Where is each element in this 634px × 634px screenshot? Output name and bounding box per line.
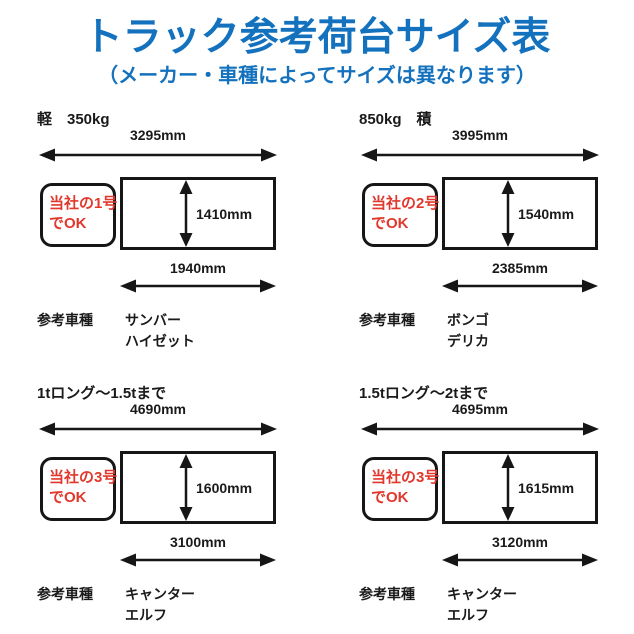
panel-850kg: 850kg 積 3995mm 当社の2号 でOK 1540mm 2385mm 参… <box>355 106 605 376</box>
reference-models-label: 参考車種 <box>359 586 415 602</box>
reference-models-label: 参考車種 <box>359 312 415 328</box>
reference-model: キャンター <box>447 586 517 602</box>
reference-model: ハイゼット <box>125 333 195 349</box>
vertical-dimension-arrow <box>179 180 193 247</box>
page-title: トラック参考荷台サイズ表 <box>83 16 551 59</box>
bed-length-value: 3120mm <box>491 534 549 550</box>
panel-1-5t-long: 1.5tロング～2tまで 4695mm 当社の3号 でOK 1615mm 312… <box>355 380 605 634</box>
approval-badge: 当社の3号 でOK <box>40 457 118 521</box>
badge-text-line1: 当社の3号 <box>49 469 118 486</box>
bed-rectangle <box>120 177 276 250</box>
bed-rectangle <box>442 177 598 250</box>
vertical-dimension-arrow <box>501 454 515 521</box>
horizontal-dimension-arrow <box>39 148 277 162</box>
bed-rectangle <box>442 451 598 524</box>
reference-model: エルフ <box>447 607 489 623</box>
badge-text-line2: でOK <box>371 489 409 507</box>
badge-text-line2: でOK <box>49 215 87 233</box>
panel-title: 軽 350kg <box>37 111 110 128</box>
horizontal-dimension-arrow <box>361 422 599 436</box>
bed-width-value: 1600mm <box>196 480 253 496</box>
bed-width-value: 1540mm <box>518 206 575 222</box>
horizontal-dimension-arrow <box>361 148 599 162</box>
panel-title: 1.5tロング～2tまで <box>359 385 489 402</box>
approval-badge: 当社の1号 でOK <box>40 183 118 247</box>
bed-rectangle <box>120 451 276 524</box>
badge-text-line1: 当社の3号 <box>371 469 440 486</box>
panel-1t-long: 1tロング～1.5tまで 4690mm 当社の3号 でOK 1600mm 310… <box>33 380 283 634</box>
overall-length-value: 3295mm <box>129 127 187 143</box>
bed-length-value: 3100mm <box>169 534 227 550</box>
approval-badge: 当社の3号 でOK <box>362 457 440 521</box>
reference-models-label: 参考車種 <box>37 312 93 328</box>
badge-text-line2: でOK <box>371 215 409 233</box>
horizontal-dimension-arrow <box>120 279 276 293</box>
panel-kei-350kg: 軽 350kg 3295mm 当社の1号 でOK 1410mm 1940mm 参… <box>33 106 283 376</box>
panel-title: 850kg 積 <box>359 111 432 128</box>
bed-length-value: 1940mm <box>169 260 227 276</box>
vertical-dimension-arrow <box>179 454 193 521</box>
bed-width-value: 1410mm <box>196 206 253 222</box>
reference-model: ボンゴ <box>447 312 489 328</box>
reference-model: エルフ <box>125 607 167 623</box>
badge-text-line1: 当社の2号 <box>371 195 440 212</box>
badge-text-line1: 当社の1号 <box>49 195 118 212</box>
panel-title: 1tロング～1.5tまで <box>37 385 167 402</box>
page-subtitle: （メーカー・車種によってサイズは異なります） <box>98 65 536 87</box>
bed-width-value: 1615mm <box>518 480 575 496</box>
overall-length-value: 4690mm <box>129 401 187 417</box>
reference-model: サンバー <box>125 312 181 328</box>
reference-models-label: 参考車種 <box>37 586 93 602</box>
badge-text-line2: でOK <box>49 489 87 507</box>
overall-length-value: 4695mm <box>451 401 509 417</box>
vertical-dimension-arrow <box>501 180 515 247</box>
overall-length-value: 3995mm <box>451 127 509 143</box>
reference-model: キャンター <box>125 586 195 602</box>
bed-length-value: 2385mm <box>491 260 549 276</box>
horizontal-dimension-arrow <box>442 279 598 293</box>
approval-badge: 当社の2号 でOK <box>362 183 440 247</box>
horizontal-dimension-arrow <box>442 553 598 567</box>
reference-model: デリカ <box>447 333 489 349</box>
horizontal-dimension-arrow <box>39 422 277 436</box>
horizontal-dimension-arrow <box>120 553 276 567</box>
